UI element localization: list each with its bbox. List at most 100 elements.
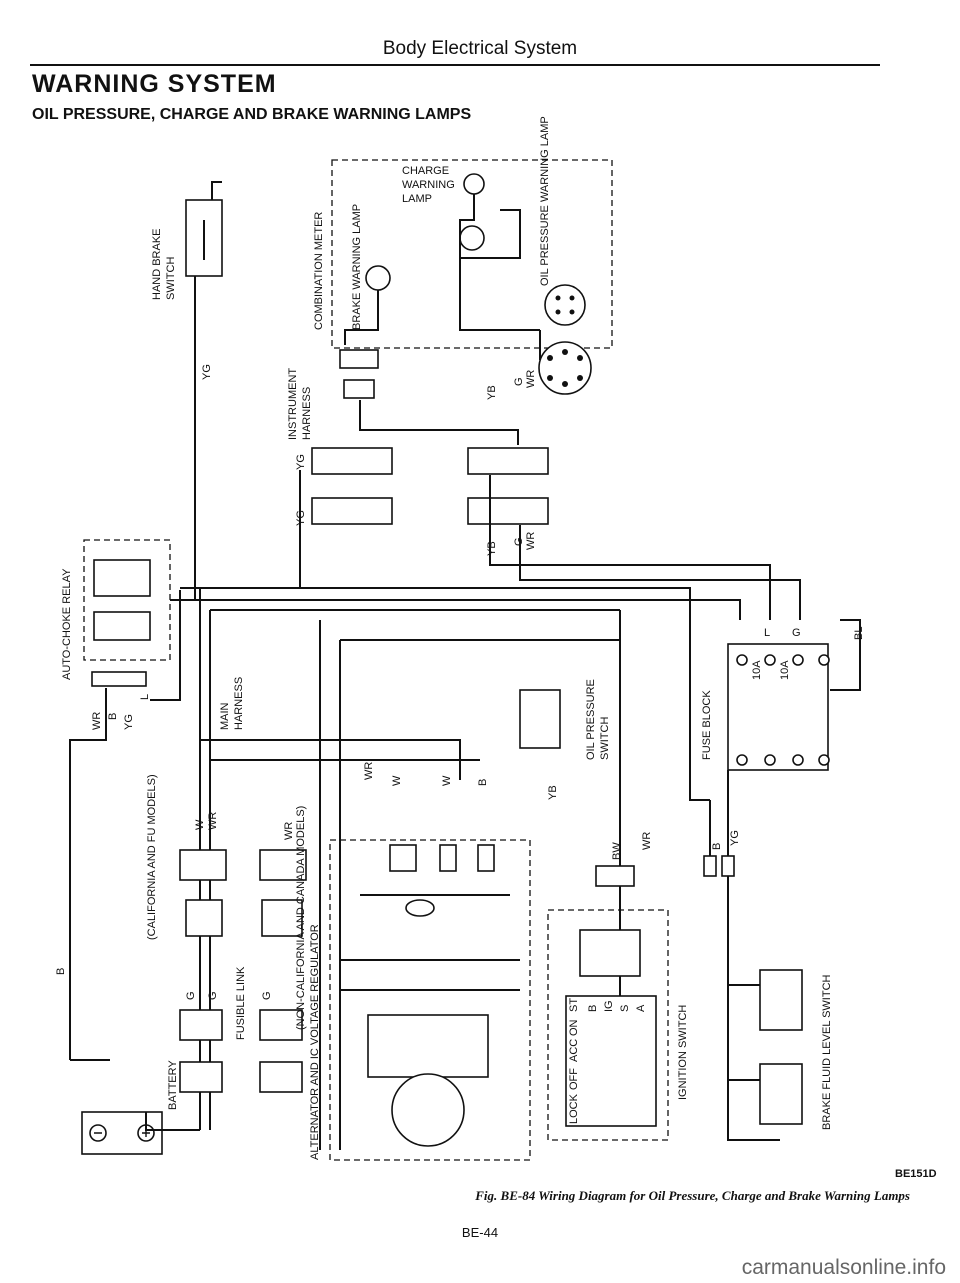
wire-label-wr-2: WR bbox=[525, 532, 537, 550]
wire-label-yb-1: YB bbox=[486, 385, 498, 400]
wire-battery bbox=[70, 1059, 200, 1131]
brake-connector-2 bbox=[721, 855, 735, 877]
california-connector-1 bbox=[179, 849, 227, 881]
wire-label-bw: BW bbox=[611, 842, 623, 860]
wire-label-w-alt2: W bbox=[441, 775, 453, 786]
oil-pressure-switch-label-2: SWITCH bbox=[599, 717, 611, 760]
meter-connector-icon bbox=[544, 284, 586, 326]
ignition-connector-top bbox=[595, 865, 635, 887]
oil-lamp-label: OIL PRESSURE WARNING LAMP bbox=[539, 116, 551, 286]
wire-label-b-battery: B bbox=[55, 968, 67, 975]
brake-lamp-bulb-icon bbox=[365, 265, 391, 291]
alternator-terminal-1 bbox=[389, 844, 417, 872]
wire-horizontal-mid bbox=[200, 739, 480, 780]
main-harness-label-1: MAIN bbox=[219, 702, 231, 730]
meter-connector-small-1 bbox=[339, 349, 379, 369]
fuse-terminal-6 bbox=[764, 754, 776, 766]
regulator-element bbox=[405, 899, 435, 917]
watermark: carmanualsonline.info bbox=[741, 1256, 946, 1279]
meter-connector-small-2 bbox=[343, 379, 375, 399]
fuse-terminal-1 bbox=[736, 654, 748, 666]
wire-brake-fluid bbox=[709, 770, 780, 1141]
charge-lamp-label-3: LAMP bbox=[402, 193, 432, 205]
oil-pressure-switch-icon bbox=[519, 689, 561, 749]
brake-fluid-switch-1 bbox=[759, 969, 803, 1031]
wire-label-b-relay: B bbox=[107, 713, 119, 720]
wire-label-l-relay: L bbox=[139, 694, 151, 700]
meter-internal-wire-1 bbox=[459, 194, 540, 331]
ignition-switch-label: IGNITION SWITCH bbox=[677, 1005, 689, 1100]
wire-label-g-cal1: G bbox=[185, 991, 197, 1000]
wire-label-yg-hb: YG bbox=[201, 364, 213, 380]
fuse-block-label: FUSE BLOCK bbox=[701, 690, 713, 760]
wire-label-wr-relay: WR bbox=[91, 712, 103, 730]
ign-term-s: S bbox=[619, 1005, 631, 1012]
ign-pos-st: ST bbox=[568, 998, 580, 1012]
relay-connector-icon bbox=[91, 671, 147, 687]
wire-label-l-fuse: L bbox=[764, 627, 770, 639]
ignition-position-table bbox=[565, 995, 657, 1127]
instrument-connector-left bbox=[311, 447, 393, 475]
wire-meter-to-harness bbox=[359, 400, 519, 445]
ignition-positions: LOCK OFF ACC ON ST bbox=[568, 998, 580, 1124]
fuse-terminal-5 bbox=[736, 754, 748, 766]
wire-label-g-fuse: G bbox=[792, 627, 801, 639]
california-connector-4 bbox=[179, 1061, 223, 1093]
non-cal-connector-4 bbox=[259, 1061, 303, 1093]
wire-relay bbox=[69, 590, 181, 1060]
ignition-connector-icon bbox=[579, 929, 641, 977]
brake-fluid-label: BRAKE FLUID LEVEL SWITCH bbox=[821, 974, 833, 1130]
oil-lamp-bulb-icon bbox=[459, 225, 485, 251]
page-subtitle: OIL PRESSURE, CHARGE AND BRAKE WARNING L… bbox=[32, 106, 472, 123]
figure-caption: Fig. BE-84 Wiring Diagram for Oil Pressu… bbox=[475, 1188, 910, 1203]
brake-connector-1 bbox=[703, 855, 717, 877]
instrument-connector-right bbox=[467, 447, 549, 475]
combination-meter-label: COMBINATION METER bbox=[313, 212, 325, 330]
california-connector-2 bbox=[185, 899, 223, 937]
auto-choke-relay-outline bbox=[83, 539, 171, 661]
alternator-internal-wires bbox=[340, 894, 520, 991]
fuse-rating-1: 10A bbox=[751, 660, 763, 680]
stator-icon bbox=[391, 1073, 465, 1147]
auto-choke-label: AUTO-CHOKE RELAY bbox=[61, 568, 73, 680]
wire-label-yg-relay: YG bbox=[123, 714, 135, 730]
non-cal-connector-3 bbox=[259, 1009, 303, 1041]
ign-pos-acc: ACC bbox=[568, 1039, 580, 1062]
instrument-harness-label-2: HARNESS bbox=[301, 387, 313, 440]
instrument-harness-label-1: INSTRUMENT bbox=[287, 368, 299, 440]
california-connector-3 bbox=[179, 1009, 223, 1041]
wire-fuse-to-brake bbox=[689, 620, 710, 801]
non-cal-connector-1 bbox=[259, 849, 307, 881]
fuse-terminal-2 bbox=[764, 654, 776, 666]
wire-label-g-noncal: G bbox=[261, 991, 273, 1000]
brake-fluid-switch-2 bbox=[759, 1063, 803, 1125]
main-connector-left bbox=[311, 497, 393, 525]
rectifier-bridge-icon bbox=[367, 1014, 489, 1078]
wire-label-wr-ign: WR bbox=[641, 832, 653, 850]
meter-internal-wire-2 bbox=[344, 290, 379, 345]
fuse-terminal-3 bbox=[792, 654, 804, 666]
wire-label-yb-oil: YB bbox=[547, 785, 559, 800]
hand-brake-switch-contact bbox=[203, 181, 222, 260]
wire-label-wr-alt: WR bbox=[363, 762, 375, 780]
alternator-terminal-2 bbox=[439, 844, 457, 872]
charge-warning-lamp-icon bbox=[463, 173, 485, 195]
wire-label-w-cal: W bbox=[194, 819, 206, 830]
alternator-terminal-3 bbox=[477, 844, 495, 872]
oil-pressure-switch-label-1: OIL PRESSURE bbox=[585, 679, 597, 760]
meter-harness-connector-icon bbox=[538, 341, 592, 395]
wire-right-harness bbox=[489, 475, 801, 620]
wire-label-g-1: G bbox=[513, 377, 525, 386]
wire-label-wr-noncal: WR bbox=[283, 822, 295, 840]
alternator-outline bbox=[329, 839, 531, 1161]
header-rule bbox=[30, 64, 880, 66]
wire-label-g-cal2: G bbox=[207, 991, 219, 1000]
combination-meter-outline bbox=[331, 159, 613, 349]
hand-brake-label-1: HAND BRAKE bbox=[151, 228, 163, 300]
ign-term-ig: IG bbox=[603, 1000, 615, 1012]
ign-term-b: B bbox=[587, 1005, 599, 1012]
ign-term-a: A bbox=[635, 1004, 647, 1012]
wire-label-b-alt: B bbox=[477, 779, 489, 786]
main-connector-right bbox=[467, 497, 549, 525]
charge-lamp-label-2: WARNING bbox=[402, 179, 455, 191]
